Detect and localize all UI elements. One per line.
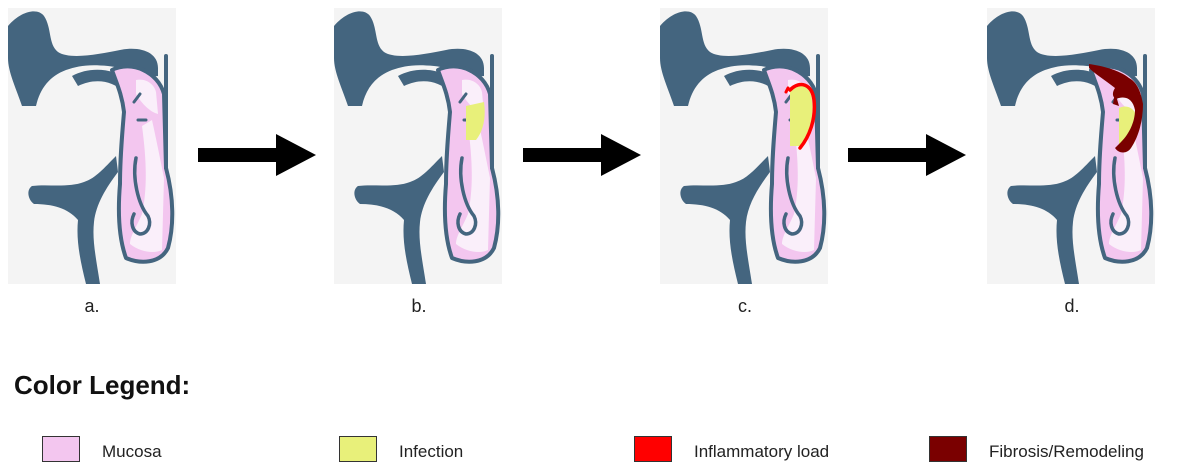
arrow-c-to-d bbox=[848, 134, 966, 176]
legend-label-infection: Infection bbox=[399, 442, 463, 462]
legend-swatch-fibrosis-remodeling bbox=[929, 436, 967, 462]
panel-label-c: c. bbox=[725, 296, 765, 316]
legend-swatch-inflammatory-load bbox=[634, 436, 672, 462]
legend-title: Color Legend: bbox=[14, 370, 190, 400]
panel-a bbox=[8, 8, 176, 284]
legend-label-inflammatory-load: Inflammatory load bbox=[694, 442, 829, 462]
legend-label-fibrosis-remodeling: Fibrosis/Remodeling bbox=[989, 442, 1144, 462]
panel-label-b: b. bbox=[399, 296, 439, 316]
legend-swatch-infection bbox=[339, 436, 377, 462]
legend-label-mucosa: Mucosa bbox=[102, 442, 162, 462]
panel-b bbox=[334, 8, 502, 284]
arrow-a-to-b bbox=[198, 134, 316, 176]
panel-label-a: a. bbox=[72, 296, 112, 316]
legend-swatch-mucosa bbox=[42, 436, 80, 462]
panel-label-d: d. bbox=[1052, 296, 1092, 316]
arrow-b-to-c bbox=[523, 134, 641, 176]
panel-d bbox=[987, 8, 1155, 284]
panel-c bbox=[660, 8, 828, 284]
